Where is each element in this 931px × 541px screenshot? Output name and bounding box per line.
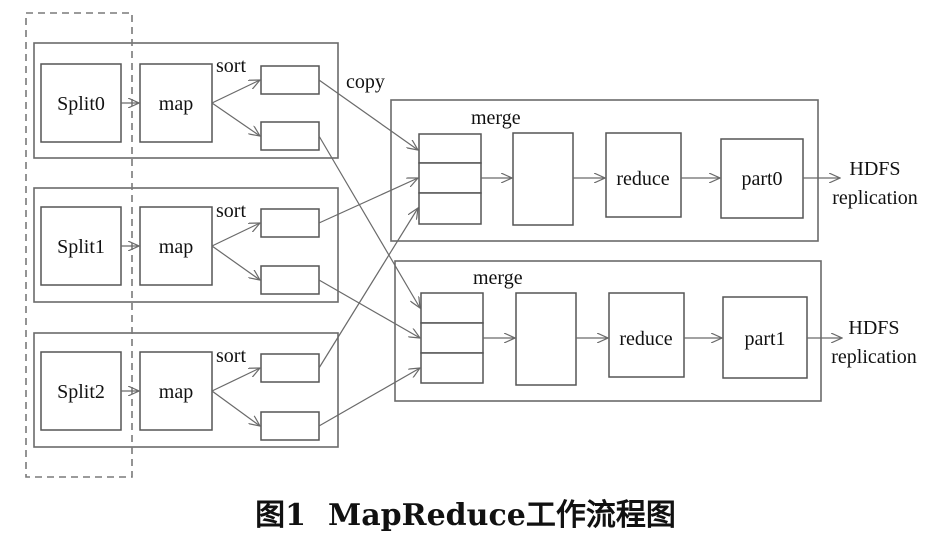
edge-copy-2b [318,368,420,427]
figure-title: MapReduce工作流程图 [328,498,676,533]
part-box-1 [722,296,808,379]
map-task-group-2 [33,332,339,448]
edge-copy-0b [318,135,420,308]
sort-output-2a [260,353,320,383]
hdfs-label-0: HDFS [849,158,900,180]
sort-label-1: sort [216,200,246,222]
reduce-box-1 [608,292,685,378]
sort-output-1b [260,265,320,295]
reduce-label-1: reduce [619,328,672,350]
edge-map0-sort-b [211,102,260,136]
merge-result-1 [515,292,577,386]
merge-bucket-1a [420,292,484,324]
merge-bucket-0b [418,162,482,194]
merge-label-1: merge [473,267,523,289]
figure-caption: 图1 MapReduce工作流程图 [0,490,931,534]
map-label-1: map [159,236,193,258]
edge-map1-sort-a [211,223,260,247]
merge-label-0: merge [471,107,521,129]
reduce-label-0: reduce [616,168,669,190]
merge-bucket-1b [420,322,484,354]
split-box-2 [40,351,122,431]
edge-copy-1a [318,178,418,224]
edge-map2-sort-a [211,368,260,392]
merge-bucket-1c [420,352,484,384]
part-label-0: part0 [741,168,782,190]
map-task-group-0 [33,42,339,159]
split-box-0 [40,63,122,143]
map-label-0: map [159,93,193,115]
sort-label-2: sort [216,345,246,367]
merge-result-0 [512,132,574,226]
edge-copy-1b [318,279,420,338]
edge-map0-sort-a [211,80,260,104]
part-label-1: part1 [744,328,785,350]
sort-output-1a [260,208,320,238]
edge-map2-sort-b [211,390,260,426]
edge-copy-0a [318,79,418,150]
map-box-1 [139,206,213,286]
split-label-1: Split1 [57,236,105,258]
sort-output-0b [260,121,320,151]
replication-label-1: replication [831,346,917,368]
sort-output-2b [260,411,320,441]
sort-output-0a [260,65,320,95]
hdfs-label-1: HDFS [848,317,899,339]
map-label-2: map [159,381,193,403]
split-label-0: Split0 [57,93,105,115]
edge-map1-sort-b [211,245,260,280]
map-task-group-1 [33,187,339,303]
merge-bucket-0c [418,192,482,225]
split-label-2: Split2 [57,381,105,403]
reduce-task-group-1 [394,260,822,402]
reduce-box-0 [605,132,682,218]
map-box-0 [139,63,213,143]
edge-copy-2a [318,208,418,369]
replication-label-0: replication [832,187,918,209]
figure-number: 图1 [255,498,307,533]
copy-label: copy [346,71,385,93]
split-box-1 [40,206,122,286]
merge-bucket-0a [418,133,482,164]
reduce-task-group-0 [390,99,819,242]
sort-label-0: sort [216,55,246,77]
part-box-0 [720,138,804,219]
mapreduce-diagram: Split0 Split1 Split2 map map map sort so… [25,12,918,478]
